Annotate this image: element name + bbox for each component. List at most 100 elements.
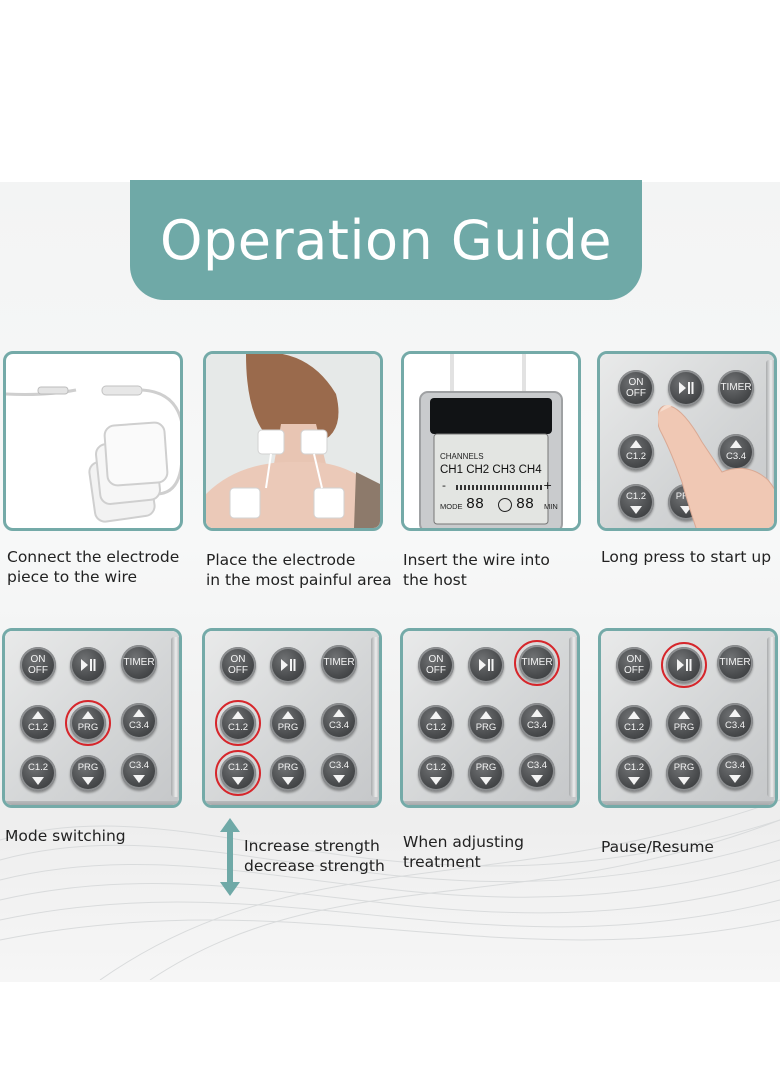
panel-base: [5, 801, 179, 805]
key-c12-label: C1.2: [623, 722, 645, 733]
play-pause-key[interactable]: [270, 647, 306, 683]
key-on-label: ON: [428, 654, 444, 665]
arrow-up-icon: [678, 711, 690, 719]
highlight-ring: [215, 750, 261, 796]
arrow-down-icon: [480, 777, 492, 785]
key-timer-label: TIMER: [719, 657, 751, 668]
arrow-down-icon: [628, 777, 640, 785]
key-c12-label: C1.2: [425, 762, 447, 773]
highlight-ring: [215, 700, 261, 746]
play-pause-key[interactable]: [70, 647, 106, 683]
arrow-down-icon: [680, 506, 692, 514]
key-prg-label: PRG: [277, 722, 299, 733]
decorative-waves: [0, 799, 780, 980]
key-on-label: ON: [628, 377, 644, 388]
prg-up-key[interactable]: PRG: [270, 705, 306, 741]
c12-down-key[interactable]: C1.2: [418, 755, 454, 791]
arrow-up-icon: [729, 709, 741, 717]
key-c12-label: C1.2: [623, 762, 645, 773]
step-card-place-electrode: [203, 351, 383, 531]
highlight-ring: [65, 700, 111, 746]
timer-dial-icon: [498, 498, 512, 512]
panel-base: [601, 801, 775, 805]
key-prg-label: PRG: [673, 722, 695, 733]
key-c12-label: C1.2: [625, 451, 647, 462]
arrow-down-icon: [282, 777, 294, 785]
c34-down-key[interactable]: C3.4: [321, 753, 357, 789]
c34-up-key[interactable]: C3.4: [718, 434, 754, 470]
timer-key[interactable]: TIMER: [717, 645, 753, 681]
lcd-mode-label: MODE: [440, 502, 463, 511]
prg-down-key[interactable]: PRG: [666, 755, 702, 791]
prg-up-key[interactable]: PRG: [468, 705, 504, 741]
timer-key[interactable]: TIMER: [718, 370, 754, 406]
c12-down-key[interactable]: C1.2: [20, 755, 56, 791]
panel-edge: [171, 637, 179, 797]
finger-pressing-icon: [658, 404, 774, 528]
c34-down-key[interactable]: C3.4: [519, 753, 555, 789]
up-down-arrow-icon: [220, 818, 240, 896]
play-pause-key[interactable]: [668, 370, 704, 406]
lcd-min-label: MIN: [544, 502, 558, 511]
c12-down-key[interactable]: C1.2: [618, 484, 654, 520]
panel-base: [403, 801, 577, 805]
key-c12-label: C1.2: [27, 762, 49, 773]
panel-edge: [371, 637, 379, 797]
timer-key[interactable]: TIMER: [121, 645, 157, 681]
key-off-label: OFF: [28, 665, 48, 676]
highlight-ring: [661, 642, 707, 688]
c12-up-key[interactable]: C1.2: [618, 434, 654, 470]
background-band: [0, 182, 780, 982]
prg-up-key[interactable]: PRG: [666, 705, 702, 741]
c34-up-key[interactable]: C3.4: [519, 703, 555, 739]
c34-up-key[interactable]: C3.4: [321, 703, 357, 739]
play-pause-icon: [281, 659, 296, 671]
title-banner: Operation Guide: [130, 180, 642, 300]
key-c12-label: C1.2: [27, 722, 49, 733]
arrow-down-icon: [82, 777, 94, 785]
lcd-digits: 88: [466, 496, 485, 513]
prg-down-key[interactable]: PRG: [70, 755, 106, 791]
arrow-down-icon: [531, 775, 543, 783]
lcd-channels-label: CHANNELS: [440, 452, 484, 461]
arrow-up-icon: [133, 709, 145, 717]
arrow-up-icon: [630, 440, 642, 448]
prg-down-key[interactable]: PRG: [270, 755, 306, 791]
key-timer-label: TIMER: [123, 657, 155, 668]
c12-up-key[interactable]: C1.2: [418, 705, 454, 741]
c34-down-key[interactable]: C3.4: [717, 753, 753, 789]
c34-up-key[interactable]: C3.4: [717, 703, 753, 739]
timer-key[interactable]: TIMER: [321, 645, 357, 681]
panel-base: [205, 801, 379, 805]
key-c34-label: C3.4: [128, 760, 150, 771]
lcd-minus: -: [442, 479, 446, 492]
caption-step-4: Long press to start up: [601, 548, 772, 566]
play-pause-key[interactable]: [468, 647, 504, 683]
arrow-down-icon: [729, 775, 741, 783]
c34-up-key[interactable]: C3.4: [121, 703, 157, 739]
c34-down-key[interactable]: C3.4: [121, 753, 157, 789]
prg-down-key[interactable]: PRG: [468, 755, 504, 791]
c12-up-key[interactable]: C1.2: [616, 705, 652, 741]
lcd-channel-row: CH1 CH2 CH3 CH4: [440, 464, 542, 476]
arrow-down-icon: [630, 506, 642, 514]
highlight-ring: [514, 640, 560, 686]
c12-down-key[interactable]: C1.2: [616, 755, 652, 791]
c12-up-key[interactable]: C1.2: [20, 705, 56, 741]
arrow-down-icon: [678, 777, 690, 785]
